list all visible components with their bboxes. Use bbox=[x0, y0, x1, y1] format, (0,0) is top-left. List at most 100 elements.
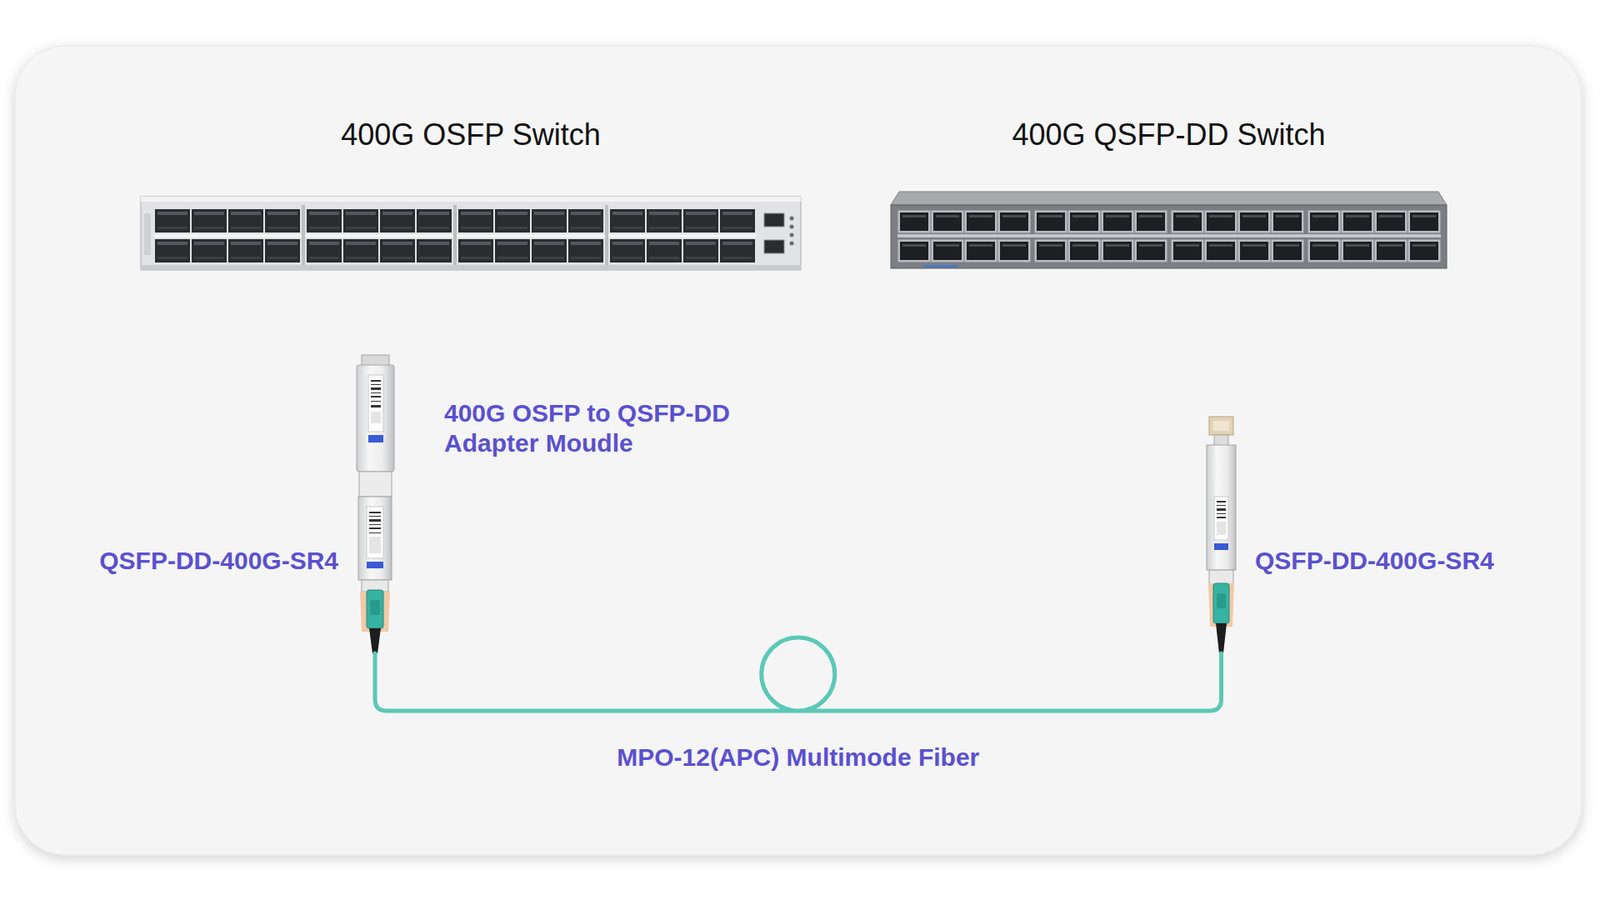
osfp-switch-picture bbox=[609, 238, 756, 264]
adapter-module-picture bbox=[356, 365, 395, 472]
osfp-switch-picture bbox=[305, 208, 453, 234]
transceiver-picture bbox=[1216, 516, 1226, 519]
osfp-switch-picture bbox=[140, 265, 801, 270]
osfp-switch-picture bbox=[764, 213, 785, 227]
qsfp-dd-switch-picture bbox=[890, 191, 1447, 205]
osfp-switch-picture bbox=[790, 233, 795, 238]
osfp-switch-picture bbox=[609, 238, 756, 264]
osfp-switch-picture bbox=[453, 205, 457, 265]
qsfp-dd-switch-picture bbox=[1170, 239, 1305, 263]
transceiver-picture bbox=[366, 561, 384, 569]
osfp-switch-picture bbox=[457, 238, 605, 264]
transceiver-picture bbox=[366, 590, 384, 629]
transceiver-picture bbox=[370, 600, 380, 615]
qsfp-dd-switch-picture bbox=[1307, 210, 1441, 234]
transceiver-picture bbox=[1216, 513, 1226, 515]
osfp-switch-picture bbox=[457, 208, 605, 234]
panel bbox=[15, 45, 1582, 855]
osfp-switch-picture bbox=[154, 208, 301, 234]
adapter-module-picture bbox=[368, 435, 384, 443]
qsfp-dd-switch-picture bbox=[1034, 239, 1168, 263]
qsfp-dd-switch-picture bbox=[1170, 210, 1305, 234]
switch-title: 400G QSFP-DD Switch bbox=[890, 116, 1447, 154]
transceiver-picture bbox=[1216, 505, 1226, 506]
transceiver-picture bbox=[369, 519, 381, 522]
cable-label: MPO-12(APC) Multimode Fiber bbox=[613, 742, 983, 773]
transceiver-picture bbox=[1214, 496, 1229, 540]
adapter-module-picture bbox=[370, 400, 381, 402]
transceiver-picture bbox=[1209, 570, 1234, 585]
osfp-switch-picture bbox=[457, 238, 605, 264]
adapter-module-picture bbox=[370, 387, 381, 390]
qsfp-dd-switch-picture bbox=[1034, 210, 1168, 234]
module-label: QSFP-DD-400G-SR4 bbox=[99, 545, 339, 576]
transceiver-picture bbox=[1214, 543, 1229, 550]
adapter-module-picture bbox=[359, 471, 392, 497]
module-label: 400G OSFP to QSFP-DD Adapter Moudle bbox=[444, 398, 803, 459]
qsfp-dd-switch-picture bbox=[1307, 239, 1441, 263]
qsfp-dd-switch-picture bbox=[1034, 239, 1168, 263]
osfp-switch-picture bbox=[140, 196, 801, 270]
osfp-switch-picture bbox=[764, 240, 785, 254]
transceiver-picture bbox=[1206, 445, 1236, 570]
transceiver-picture bbox=[369, 524, 381, 525]
transceiver-picture bbox=[358, 496, 392, 654]
osfp-switch-picture bbox=[144, 213, 151, 255]
transceiver-picture bbox=[1208, 583, 1235, 627]
osfp-switch-picture bbox=[790, 225, 795, 230]
osfp-switch: 400G OSFP Switch bbox=[140, 116, 801, 270]
qsfp-dd-switch-picture bbox=[1307, 210, 1441, 234]
transceiver-picture bbox=[366, 506, 384, 559]
osfp-switch-picture bbox=[305, 238, 453, 264]
transceiver-picture bbox=[1209, 416, 1234, 435]
fiber-cable bbox=[375, 637, 1222, 711]
transceiver-picture bbox=[1216, 500, 1226, 503]
osfp-switch-picture bbox=[140, 196, 801, 270]
transceiver-picture bbox=[1216, 508, 1226, 511]
osfp-switch-picture bbox=[305, 208, 453, 234]
osfp-switch-picture bbox=[605, 205, 609, 265]
osfp-switch-picture bbox=[457, 208, 605, 234]
qsfp-dd-switch-picture bbox=[897, 239, 1031, 263]
switch-title: 400G OSFP Switch bbox=[140, 116, 801, 154]
osfp-switch-picture bbox=[154, 238, 301, 264]
transceiver-picture bbox=[369, 527, 381, 530]
qsfp-dd-switch: 400G QSFP-DD Switch bbox=[890, 116, 1447, 269]
adapter-module-picture bbox=[370, 411, 381, 424]
osfp-switch-picture bbox=[305, 238, 453, 264]
qsfp-dd-switch-picture bbox=[897, 234, 1441, 238]
transceiver-picture bbox=[1213, 583, 1230, 624]
osfp-switch-picture bbox=[609, 208, 756, 234]
transceiver-module: QSFP-DD-400G-SR4 bbox=[356, 496, 394, 654]
adapter-module: 400G OSFP to QSFP-DD Adapter Moudle bbox=[355, 355, 396, 497]
transceiver-picture bbox=[369, 628, 381, 654]
transceiver-picture bbox=[1216, 521, 1226, 535]
module-label: QSFP-DD-400G-SR4 bbox=[1255, 545, 1495, 576]
adapter-module-picture bbox=[370, 384, 381, 385]
adapter-module-picture bbox=[370, 380, 381, 382]
adapter-module-picture bbox=[356, 355, 395, 497]
osfp-switch-picture bbox=[154, 208, 301, 234]
transceiver-picture bbox=[369, 515, 381, 517]
qsfp-dd-switch-picture bbox=[1170, 239, 1305, 263]
osfp-switch-picture bbox=[609, 208, 756, 234]
transceiver-picture bbox=[369, 532, 381, 534]
qsfp-dd-switch-picture bbox=[897, 210, 1031, 234]
qsfp-dd-switch-picture bbox=[1170, 210, 1305, 234]
qsfp-dd-switch-picture bbox=[897, 239, 1031, 263]
transceiver-module: QSFP-DD-400G-SR4 bbox=[1205, 416, 1237, 654]
transceiver-picture bbox=[1213, 420, 1230, 431]
osfp-switch-picture bbox=[790, 241, 795, 246]
osfp-switch-picture bbox=[301, 205, 305, 265]
adapter-module-picture bbox=[368, 375, 384, 432]
adapter-module-picture bbox=[370, 392, 381, 394]
osfp-switch-picture bbox=[154, 238, 301, 264]
osfp-switch-picture bbox=[790, 216, 795, 221]
transceiver-picture bbox=[358, 496, 392, 580]
transceiver-picture bbox=[369, 511, 381, 514]
osfp-switch-picture bbox=[140, 196, 801, 202]
adapter-module-picture bbox=[370, 405, 381, 408]
transceiver-picture bbox=[1215, 623, 1227, 654]
qsfp-dd-switch-picture bbox=[890, 205, 1447, 269]
